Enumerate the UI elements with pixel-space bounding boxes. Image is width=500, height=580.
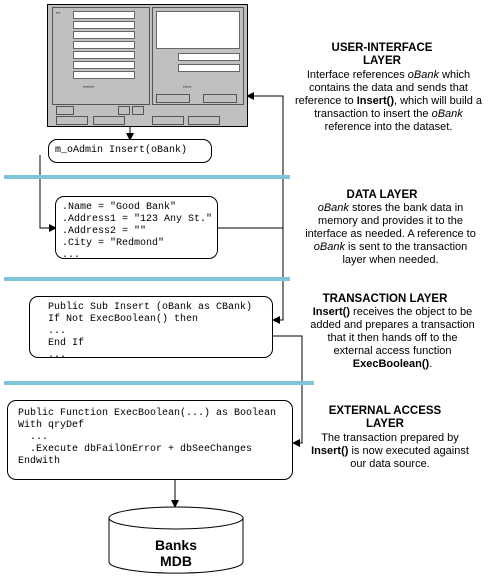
external-code-line-2: With qryDef bbox=[18, 420, 85, 431]
external-code-line-5: Endwith bbox=[18, 456, 61, 467]
transaction-code-line-1: Public Sub Insert (oBank as CBank) bbox=[48, 302, 253, 313]
ui-layer-title: USER-INTERFACE LAYER bbox=[331, 42, 433, 67]
description-run-0: oBank bbox=[317, 202, 349, 214]
data-layer-description: oBank stores the bank data in memory and… bbox=[303, 202, 478, 267]
transaction-code-line-3: ... bbox=[48, 326, 67, 337]
data-code-line-1: .Name = "Good Bank" bbox=[62, 202, 177, 213]
data-code-line-2: .Address1 = "123 Any St." bbox=[62, 214, 213, 225]
layer-divider-3 bbox=[4, 381, 314, 385]
description-run-1: receives the object to be added and prep… bbox=[310, 306, 475, 357]
external-layer-description: The transaction prepared by Insert() is … bbox=[310, 432, 470, 471]
arrow-transaction-to-external bbox=[273, 335, 303, 447]
description-run-0: Insert() bbox=[312, 306, 350, 318]
transaction-code-line-4: End If bbox=[48, 338, 85, 349]
ui-layer-description: Interface references oBank which contain… bbox=[291, 69, 486, 134]
ui-screenshot-nav-buttons bbox=[56, 106, 74, 115]
database-label-line1: Banks bbox=[154, 537, 198, 553]
data-code-line-3: .Address2 = "" bbox=[62, 226, 147, 237]
database-label: Banks MDB bbox=[108, 537, 244, 569]
description-run-2: ExecBoolean() bbox=[352, 358, 430, 370]
description-run-6: reference into the dataset. bbox=[324, 121, 453, 133]
description-run-4: , which will build a transaction to inse… bbox=[314, 95, 483, 120]
arrow-data-to-ui bbox=[218, 92, 284, 229]
ui-screenshot: ▪▪▪ ▪▪▪▪▪▪▪▪ ▪▪▪▪▪▪ bbox=[47, 4, 248, 127]
description-run-3: is sent to the transaction layer when ne… bbox=[342, 241, 468, 266]
ui-screenshot-right-panel: ▪▪▪▪▪▪ bbox=[152, 7, 244, 105]
transaction-layer-title: TRANSACTION LAYER bbox=[322, 293, 448, 305]
description-run-3: . bbox=[429, 358, 433, 370]
description-run-0: The transaction prepared by bbox=[321, 432, 459, 444]
arrow-ui-to-transaction bbox=[272, 228, 284, 324]
description-run-5: oBank bbox=[431, 108, 463, 120]
layer-divider-2 bbox=[4, 277, 290, 281]
database-label-line2: MDB bbox=[160, 553, 192, 569]
data-layer-title: DATA LAYER bbox=[346, 189, 418, 201]
description-run-2: is now executed against our data source. bbox=[348, 445, 469, 470]
arrow-ui-to-data bbox=[39, 155, 57, 232]
description-run-1: stores the bank data in memory and provi… bbox=[305, 202, 476, 240]
external-layer-title: EXTERNAL ACCESS LAYER bbox=[328, 405, 442, 430]
ui-code-box: m_oAdmin Insert(oBank) bbox=[48, 139, 212, 163]
transaction-code-line-2: If Not ExecBoolean() then bbox=[48, 314, 199, 325]
external-code-line-1: Public Function ExecBoolean(...) as Bool… bbox=[18, 408, 277, 419]
transaction-layer-description: Insert() receives the object to be added… bbox=[310, 306, 475, 371]
description-run-3: Insert() bbox=[356, 95, 394, 107]
transaction-code-box: Public Sub Insert (oBank as CBank) If No… bbox=[29, 296, 273, 361]
description-run-0: Interface references bbox=[306, 69, 408, 81]
ui-screenshot-left-panel: ▪▪▪ ▪▪▪▪▪▪▪▪ bbox=[52, 7, 150, 105]
description-run-2: which contains the data and sends that r… bbox=[294, 69, 471, 107]
external-code-line-3: ... bbox=[18, 432, 49, 443]
description-run-1: Insert() bbox=[311, 445, 349, 457]
ui-code-line: m_oAdmin Insert(oBank) bbox=[55, 145, 188, 156]
external-code-box: Public Function ExecBoolean(...) as Bool… bbox=[7, 400, 293, 480]
database-cylinder-icon bbox=[108, 506, 244, 574]
description-run-2: oBank bbox=[313, 241, 345, 253]
data-code-box: .Name = "Good Bank" .Address1 = "123 Any… bbox=[55, 196, 218, 261]
data-code-line-4: .City = "Redmond" bbox=[62, 238, 165, 249]
transaction-code-line-5: ... bbox=[48, 350, 67, 361]
layer-divider-1 bbox=[4, 175, 290, 179]
description-run-1: oBank bbox=[407, 69, 439, 81]
external-code-line-4: .Execute dbFailOnError + dbSeeChanges bbox=[18, 444, 253, 455]
data-code-line-5: ... bbox=[62, 250, 81, 261]
